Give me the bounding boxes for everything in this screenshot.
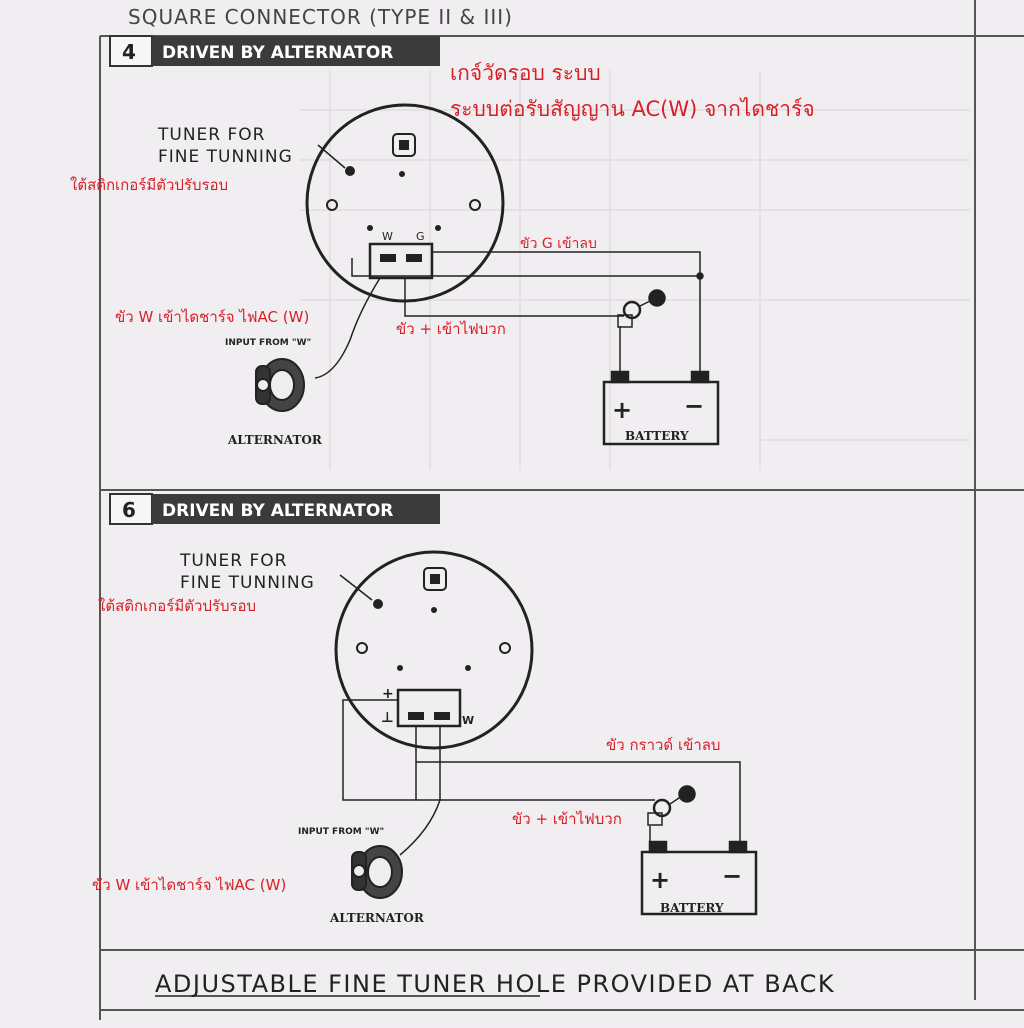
panel-6-connector-pin <box>434 712 450 720</box>
panel-4-gauge-hole <box>326 199 338 211</box>
panel-4-gauge-hole <box>435 225 441 231</box>
panel-6-wiring <box>342 699 741 856</box>
panel-6-tuner-screw <box>373 599 383 609</box>
panel-6-ground-note: ขัว กราวด์ เข้าลบ <box>606 736 720 754</box>
panel-4-connector-pin <box>406 254 422 262</box>
panel-4-gauge-lamp-inner <box>399 140 409 150</box>
panel-6-heading: DRIVEN BY ALTERNATOR <box>162 501 393 521</box>
panel-4-alternator-label: ALTERNATOR <box>227 433 323 447</box>
panel-6-square-connector <box>396 688 462 728</box>
panel-6-battery-minus: − <box>722 862 742 890</box>
panel-4-tuner-label-line1: TUNER FOR <box>157 125 265 145</box>
panel-6-gauge-body <box>334 550 534 750</box>
panel-4-number-box <box>109 35 153 67</box>
panel-6-gauge-hole <box>465 665 471 671</box>
panel-4-tuner-thai-note: ใต้สติกเกอร์มีตัวปรับรอบ <box>70 176 228 194</box>
panel-6-w-note: ขัว W เข้าไดชาร์จ ไฟAC (W) <box>92 876 286 894</box>
panel-4-battery-label: BATTERY <box>625 429 689 443</box>
panel-6-gauge-lamp-socket <box>423 567 447 591</box>
panel-4-battery-icon <box>602 370 720 446</box>
panel-4-input-label: INPUT FROM "W" <box>225 338 311 348</box>
panel-6-pin-plus-label: + <box>382 686 394 702</box>
panel-4-pin-w-label: W <box>382 230 393 243</box>
panel-6-gauge-hole <box>397 665 403 671</box>
panel-6-tuner-thai-note: ใต้สติกเกอร์มีตัวปรับรอบ <box>98 597 256 615</box>
panel-4-square-connector <box>368 242 434 280</box>
panel-6-plus-note: ขัว + เข้าไฟบวก <box>512 810 622 828</box>
panel-6-number-box <box>109 493 153 525</box>
panel-4-gauge-hole <box>469 199 481 211</box>
panel-4-thai-title-line1: เกจ์วัดรอบ ระบบ <box>450 61 601 85</box>
background-ghost-table <box>300 70 970 470</box>
panel-6-connector-pin <box>408 712 424 720</box>
panel-6-tuner-label-line1: TUNER FOR <box>179 551 287 571</box>
panel-6-battery-icon <box>640 840 758 916</box>
panel-6-battery-plus: + <box>650 866 670 894</box>
panel-6-ignition-key-icon <box>647 785 696 826</box>
panel-6-pin-ground-label: ⊥ <box>381 710 394 726</box>
panel-4-gauge-hole <box>367 225 373 231</box>
panel-6-alternator-icon <box>351 845 403 899</box>
panel-4-tuner-label-line2: FINE TUNNING <box>158 147 293 167</box>
panel-4-number: 4 <box>122 40 136 64</box>
panel-6-heading-bar <box>152 494 440 524</box>
footer-note: ADJUSTABLE FINE TUNER HOLE PROVIDED AT B… <box>155 970 835 998</box>
panel-4-ground-note: ขัว G เข้าลบ <box>520 236 597 252</box>
panel-4-tuner-screw <box>345 166 355 176</box>
panel-4-connector-pin <box>380 254 396 262</box>
panel-6-gauge-hole <box>431 607 437 613</box>
panel-4: 4 DRIVEN BY ALTERNATOR เกจ์วัดรอบ ระบบ ร… <box>70 35 815 447</box>
panel-4-battery-minus: − <box>684 392 704 420</box>
panel-4-pin-g-label: G <box>416 230 425 243</box>
panel-6-number: 6 <box>122 498 136 522</box>
panel-6-gauge-lamp-inner <box>430 574 440 584</box>
panel-4-heading-bar <box>152 36 440 66</box>
panel-4-battery-plus: + <box>612 396 632 424</box>
panel-6-alternator-label: ALTERNATOR <box>329 911 425 925</box>
panel-4-thai-title-line2: ระบบต่อรับสัญญาน AC(W) จากไดชาร์จ <box>450 97 815 121</box>
panel-6-battery-label: BATTERY <box>660 901 724 915</box>
panel-4-gauge-lamp-socket <box>392 133 416 157</box>
panel-4-ignition-key-icon <box>617 289 666 328</box>
panel-6: 6 DRIVEN BY ALTERNATOR TUNER FOR FINE TU… <box>92 493 758 925</box>
page-header-title: SQUARE CONNECTOR (TYPE II & III) <box>128 5 513 29</box>
panel-6-tuner-pointer <box>339 574 373 601</box>
panel-6-gauge-hole <box>499 642 511 654</box>
panel-4-heading: DRIVEN BY ALTERNATOR <box>162 43 393 63</box>
panel-4-gauge-hole <box>399 171 405 177</box>
panel-6-input-label: INPUT FROM "W" <box>298 827 384 837</box>
panel-4-wiring <box>314 251 704 380</box>
panel-6-tuner-label-line2: FINE TUNNING <box>180 573 315 593</box>
panel-6-pin-w-label: W <box>462 714 474 727</box>
panel-4-w-note: ขัว W เข้าไดชาร์จ ไฟAC (W) <box>115 308 309 326</box>
panel-4-alternator-icon <box>255 358 305 412</box>
panel-6-gauge-hole <box>356 642 368 654</box>
panel-4-plus-note: ขัว + เข้าไฟบวก <box>396 320 506 338</box>
